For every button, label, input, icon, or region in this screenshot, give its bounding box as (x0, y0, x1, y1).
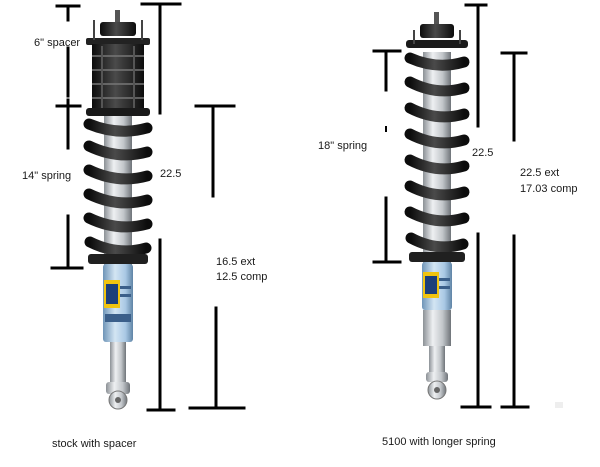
right-shock-assembly (404, 12, 470, 400)
left-shock-assembly (83, 10, 153, 410)
right-spring-label: 18" spring (318, 140, 368, 152)
left-caption: stock with spacer (52, 438, 137, 450)
right-caption: 5100 with longer spring (382, 436, 496, 448)
left-spring (83, 118, 153, 257)
left-dimension-lines (50, 2, 246, 412)
left-compressed-length-label: 12.5 comp (216, 271, 268, 283)
left-extended-length-label: 16.5 ext (216, 256, 256, 268)
left-spring-label: 14" spring (22, 170, 72, 182)
right-top-mount (420, 24, 454, 38)
right-extended-length-label: 22.5 ext (520, 167, 560, 179)
right-spring (404, 52, 470, 253)
right-compressed-length-label: 17.03 comp (520, 183, 578, 195)
right-top-stud (434, 12, 439, 26)
left-spacer-label: 6" spacer (34, 37, 81, 49)
right-total-length-label: 22.5 (472, 147, 494, 159)
left-top-mount (100, 22, 136, 36)
left-top-stud (115, 10, 120, 24)
left-total-length-label: 22.5 (160, 168, 182, 180)
right-dimension-lines (372, 3, 530, 409)
left-shock-body (104, 116, 132, 266)
left-upper-plate (86, 38, 150, 45)
left-spacer (92, 44, 144, 112)
